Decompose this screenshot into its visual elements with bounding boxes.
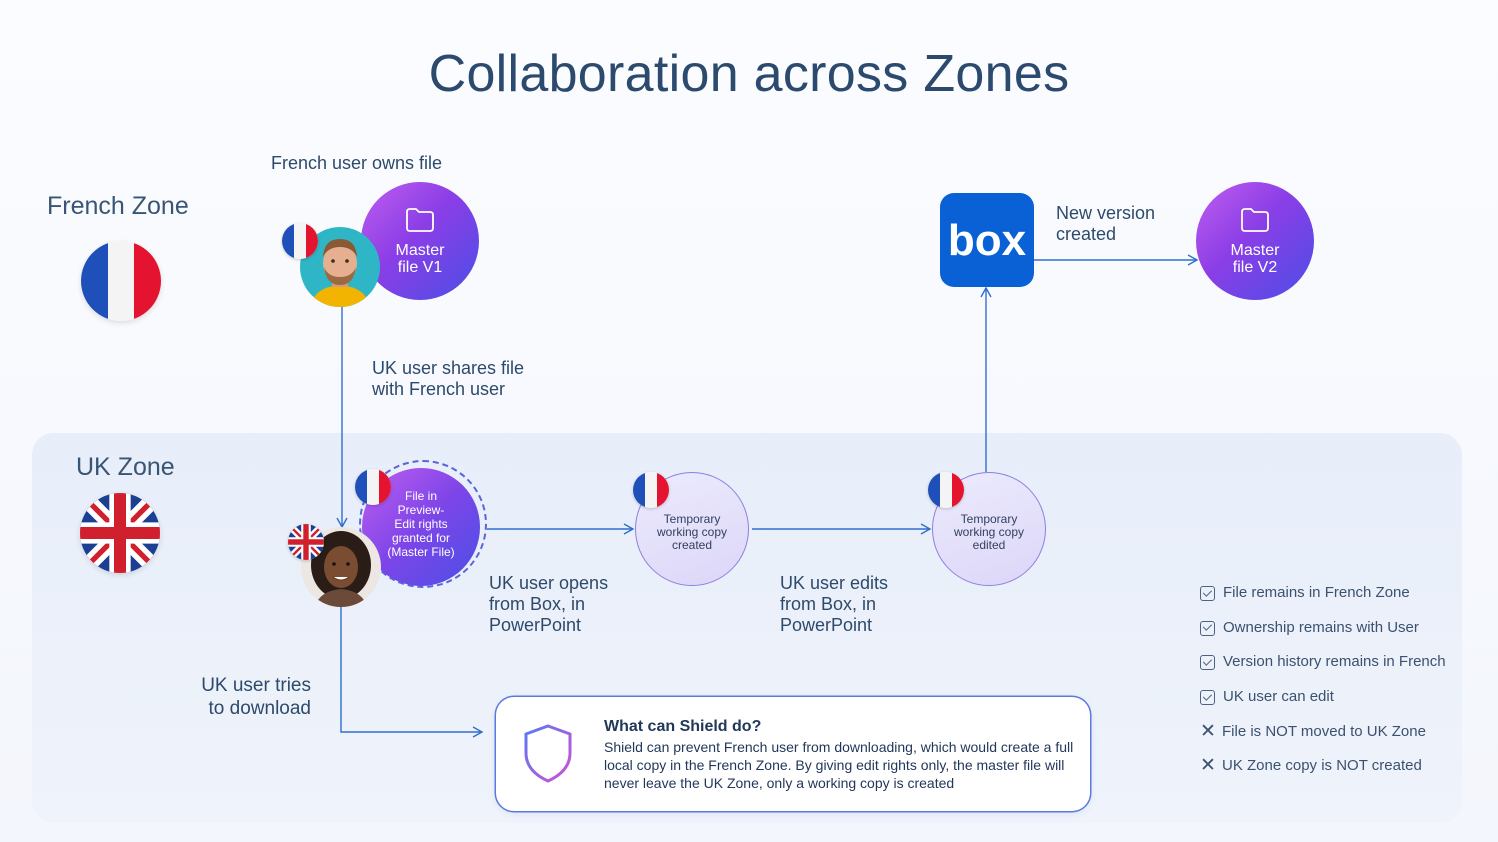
shield-icon <box>524 724 572 783</box>
temp1-line3: created <box>671 538 713 552</box>
france-flag-small-icon <box>928 472 964 508</box>
uk-flag-icon <box>80 493 160 573</box>
checklist-label: Ownership remains with User <box>1223 618 1419 636</box>
x-icon: ✕ <box>1200 755 1216 777</box>
france-flag-icon <box>81 241 161 321</box>
new-version-note: New version created <box>1056 203 1155 245</box>
folder-icon <box>1241 208 1269 232</box>
france-flag-small-icon <box>355 469 391 505</box>
outcome-checklist: File remains in French Zone Ownership re… <box>1200 584 1446 792</box>
edits-note: UK user edits from Box, in PowerPoint <box>780 573 888 636</box>
temp1-line1: Temporary <box>663 512 721 526</box>
shield-info-card: What can Shield do? Shield can prevent F… <box>496 697 1090 811</box>
checklist-item: ✕ UK Zone copy is NOT created <box>1200 755 1446 792</box>
temp2-line2: working copy <box>953 525 1025 539</box>
master-v1-line2: file V1 <box>397 259 443 276</box>
shares-note-line1: UK user shares file <box>372 358 525 378</box>
opens-line2: from Box, in <box>489 594 586 614</box>
france-flag-small-icon <box>282 223 318 259</box>
preview-line4: granted for <box>391 531 451 545</box>
checklist-item: File remains in French Zone <box>1200 584 1446 619</box>
connector-download <box>340 606 484 738</box>
master-file-v1: Master file V1 <box>361 182 479 300</box>
checklist-label: File remains in French Zone <box>1223 584 1410 601</box>
opens-line3: PowerPoint <box>489 615 582 635</box>
shares-note: UK user shares file with French user <box>372 358 524 400</box>
opens-note: UK user opens from Box, in PowerPoint <box>489 573 608 636</box>
shares-note-line2: with French user <box>372 379 506 399</box>
box-logo-text: box <box>948 216 1027 265</box>
checklist-label: Version history remains in French <box>1223 653 1446 671</box>
master-v2-line1: Master <box>1230 242 1280 259</box>
owns-file-note: French user owns file <box>271 153 443 173</box>
box-logo: box <box>940 193 1034 287</box>
edits-line1: UK user edits <box>780 573 889 593</box>
checklist-item: Ownership remains with User <box>1200 619 1446 654</box>
checklist-label: File is NOT moved to UK Zone <box>1222 722 1426 740</box>
tries-download-note: UK user tries to download <box>150 674 311 720</box>
preview-line1: File in <box>404 489 437 503</box>
temp2-line1: Temporary <box>960 512 1018 526</box>
preview-line5: (Master File) <box>387 545 455 559</box>
new-version-line2: created <box>1056 224 1117 244</box>
checkbox-icon <box>1200 620 1215 636</box>
temp2-line3: edited <box>972 538 1006 552</box>
uk-flag-small-icon <box>288 524 324 560</box>
preview-line3: Edit rights <box>394 517 448 531</box>
preview-dashed-ring <box>359 460 487 588</box>
new-version-line1: New version <box>1056 203 1156 223</box>
preview-line2: Preview- <box>397 503 445 517</box>
checkbox-icon <box>1200 586 1215 601</box>
france-flag-small-icon <box>633 472 669 508</box>
page-title: Collaboration across Zones <box>428 45 1070 103</box>
master-file-v2: Master file V2 <box>1196 182 1314 300</box>
tries-line2: to download <box>208 698 311 719</box>
master-v2-line2: file V2 <box>1232 259 1278 276</box>
temp1-line2: working copy <box>656 525 728 539</box>
uk-zone-label: UK Zone <box>76 453 175 481</box>
master-v1-line1: Master <box>395 242 445 259</box>
tries-line1: UK user tries <box>201 675 311 696</box>
shield-answer: Shield can prevent French user from down… <box>604 739 1074 791</box>
edits-line2: from Box, in <box>780 594 877 614</box>
x-icon: ✕ <box>1200 720 1216 742</box>
checklist-item: ✕ File is NOT moved to UK Zone <box>1200 720 1446 758</box>
checklist-item: UK user can edit <box>1200 688 1446 723</box>
opens-line1: UK user opens <box>489 573 609 593</box>
folder-icon <box>406 208 434 232</box>
edits-line3: PowerPoint <box>780 615 873 635</box>
checklist-item: Version history remains in French <box>1200 653 1446 688</box>
preview-node: File in Preview- Edit rights granted for… <box>362 468 480 586</box>
checklist-label: UK Zone copy is NOT created <box>1222 757 1422 775</box>
french-zone-label: French Zone <box>47 192 189 220</box>
checklist-label: UK user can edit <box>1223 688 1334 706</box>
checkbox-icon <box>1200 655 1215 671</box>
checkbox-icon <box>1200 690 1215 706</box>
shield-question: What can Shield do? <box>604 718 762 735</box>
